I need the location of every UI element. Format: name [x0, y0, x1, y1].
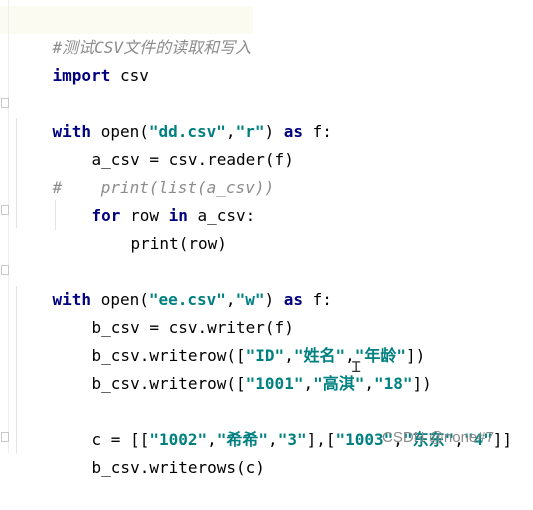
code-token: ) — [264, 290, 275, 309]
string-token: "1003" — [335, 430, 394, 449]
code-token: ]) — [412, 374, 432, 393]
string-token: "r" — [235, 122, 265, 141]
string-token: "年龄" — [354, 346, 407, 365]
code-line[interactable]: b_csv.writerows(c) — [53, 426, 265, 477]
code-token: , — [364, 374, 375, 393]
code-token: print(row) — [130, 234, 227, 253]
keyword-token: for — [91, 206, 121, 225]
indent-guide — [16, 118, 17, 228]
code-token: , — [393, 430, 403, 449]
code-line[interactable]: b_csv.writerow(["1001","高淇","18"]) — [53, 342, 432, 393]
indent-guide — [55, 200, 56, 230]
code-token: ]] — [492, 430, 513, 449]
code-line[interactable]: for row in a_csv: — [53, 174, 256, 225]
code-token: a_csv = csv.reader(f) — [91, 150, 294, 169]
code-token: c = [[ — [91, 430, 150, 449]
code-token: open( — [91, 122, 149, 141]
code-token: f: — [303, 290, 332, 309]
keyword-token: as — [274, 122, 304, 141]
code-line[interactable]: #测试CSV文件的读取和写入 — [14, 6, 252, 57]
keyword-token: as — [274, 290, 304, 309]
fold-marker-icon[interactable] — [1, 205, 9, 215]
fold-marker-icon[interactable] — [1, 432, 9, 442]
code-token: a_csv: — [187, 206, 256, 225]
keyword-token: in — [168, 206, 188, 225]
code-token: b_csv = csv.writer(f) — [91, 318, 294, 337]
fold-marker-icon[interactable] — [1, 98, 9, 108]
string-token: "ID" — [245, 346, 285, 365]
code-token: , — [268, 430, 278, 449]
code-token: ]) — [406, 346, 426, 365]
indent-guide — [16, 286, 17, 453]
string-token: "18" — [374, 374, 413, 393]
code-editor[interactable]: #测试CSV文件的读取和写入 import csv with open("dd.… — [0, 0, 533, 477]
code-token: f: — [303, 122, 332, 141]
code-token: , — [454, 430, 464, 449]
code-token: , — [345, 346, 355, 365]
code-token: row — [120, 206, 169, 225]
code-token: b_csv.writerow([ — [91, 374, 246, 393]
code-token: csv — [110, 66, 149, 85]
code-token: b_csv.writerow([ — [91, 346, 246, 365]
fold-marker-icon[interactable] — [1, 265, 9, 275]
string-token: "3" — [277, 430, 307, 449]
keyword-token: with — [52, 290, 92, 309]
code-token: , — [303, 374, 314, 393]
code-token: , — [225, 122, 236, 141]
code-token: , — [225, 290, 236, 309]
string-token: "4" — [463, 430, 493, 449]
watermark: CSDN @none#7 — [382, 429, 494, 446]
code-token: open( — [91, 290, 149, 309]
code-line[interactable]: a_csv = csv.reader(f) — [53, 118, 294, 169]
string-token: "w" — [235, 290, 265, 309]
comment-token: #测试CSV文件的读取和写入 — [52, 38, 252, 57]
code-token: , — [284, 346, 294, 365]
code-token: ) — [264, 122, 275, 141]
gutter-border — [8, 0, 9, 453]
code-line[interactable]: b_csv = csv.writer(f) — [53, 286, 294, 337]
code-line[interactable]: print(row) — [92, 202, 227, 253]
code-line[interactable]: with open("dd.csv","r") as f: — [14, 90, 332, 141]
string-token: "希希" — [216, 430, 269, 449]
string-token: "东东" — [402, 430, 455, 449]
string-token: "ee.csv" — [148, 290, 226, 309]
code-line[interactable]: b_csv.writerow(["ID","姓名","年龄"]) — [53, 314, 426, 365]
code-line[interactable]: # print(list(a_csv)) — [14, 146, 275, 197]
code-token: ],[ — [306, 430, 336, 449]
keyword-token: import — [52, 66, 111, 85]
string-token: "1001" — [245, 374, 304, 393]
current-line-highlight — [0, 6, 253, 34]
comment-token: # print(list(a_csv)) — [52, 178, 275, 197]
keyword-token: with — [52, 122, 92, 141]
code-token: b_csv.writerows(c) — [91, 458, 265, 477]
string-token: "1002" — [149, 430, 208, 449]
code-line[interactable]: c = [["1002","希希","3"],["1003","东东","4"]… — [53, 398, 513, 449]
string-token: "姓名" — [293, 346, 346, 365]
code-token: , — [207, 430, 217, 449]
string-token: "dd.csv" — [148, 122, 226, 141]
code-line[interactable]: with open("ee.csv","w") as f: — [14, 258, 332, 309]
code-line[interactable]: import csv — [14, 34, 149, 85]
ibeam-cursor-icon: Ɪ — [352, 358, 361, 376]
string-token: "高淇" — [313, 374, 365, 393]
